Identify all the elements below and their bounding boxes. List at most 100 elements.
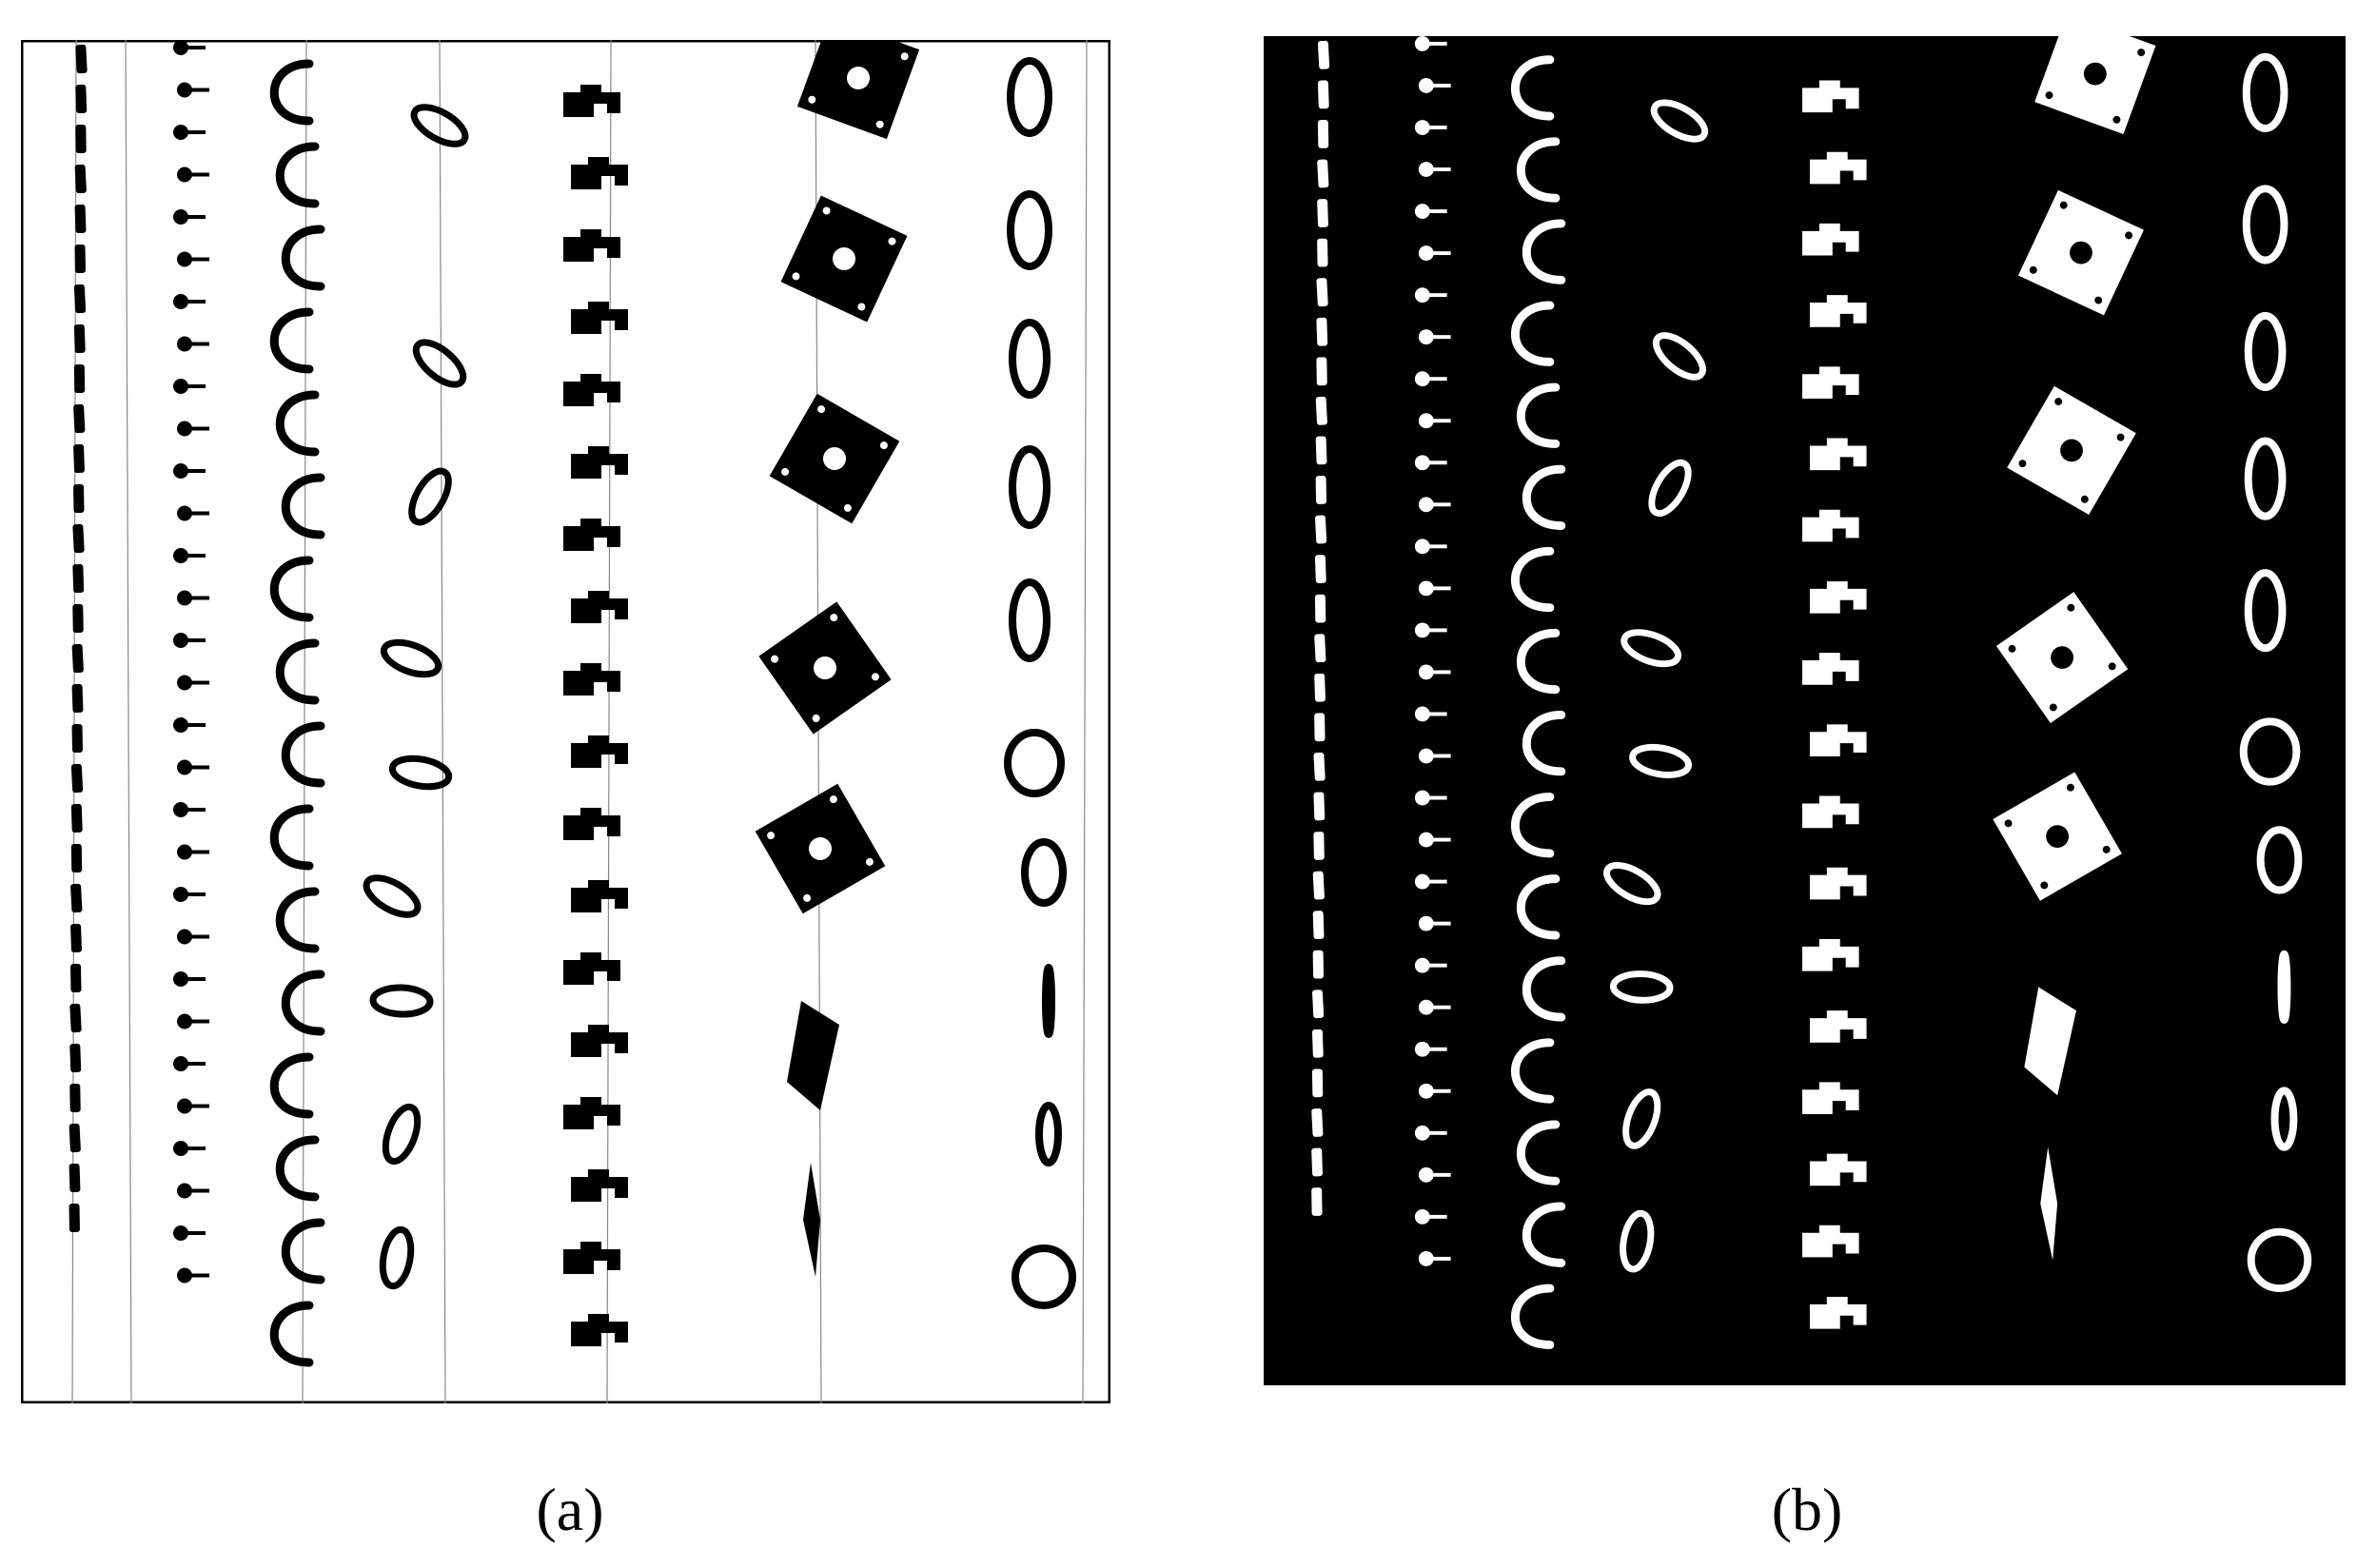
dash-segment xyxy=(1316,278,1328,307)
pin-shaft xyxy=(187,469,206,473)
c-hook xyxy=(1517,137,1561,203)
c-hook xyxy=(1511,301,1555,366)
dash-segment xyxy=(1311,1068,1324,1098)
dash-segment xyxy=(1311,1147,1323,1177)
c-hook xyxy=(269,1301,314,1367)
bracket xyxy=(571,591,628,623)
c-hook xyxy=(1517,382,1561,448)
ring-link xyxy=(1652,332,1706,381)
dash-segment xyxy=(69,1043,82,1073)
pin-shaft xyxy=(190,850,209,854)
pin-head xyxy=(177,421,192,437)
bracket xyxy=(563,808,620,840)
dash-segment xyxy=(1315,436,1327,465)
oval-ring xyxy=(2270,1087,2298,1151)
bracket xyxy=(563,663,620,696)
dash-segment xyxy=(69,1083,81,1113)
pin-shaft xyxy=(190,426,209,431)
dash-segment xyxy=(70,763,84,794)
bracket xyxy=(571,1314,628,1346)
oval-ring xyxy=(1009,578,1051,662)
pin-shaft xyxy=(187,215,206,219)
pin-shaft xyxy=(1427,41,1447,46)
pin-shaft xyxy=(1427,879,1447,884)
dash-segment xyxy=(1312,871,1325,900)
dash-segment xyxy=(69,1123,81,1153)
pin-shaft xyxy=(1427,126,1447,129)
oval-ring xyxy=(2244,437,2287,520)
pin-shaft xyxy=(187,808,206,812)
pin-head xyxy=(177,844,192,860)
bracket xyxy=(1809,1010,1867,1043)
pin-head xyxy=(173,887,188,902)
pin-head xyxy=(177,1098,192,1114)
dash-segment xyxy=(1317,238,1328,267)
hanging-thread xyxy=(302,40,307,1403)
bracket xyxy=(571,735,628,768)
pin-shaft xyxy=(1427,963,1447,968)
pin-shaft xyxy=(190,680,209,685)
pin-head xyxy=(173,1141,188,1156)
pin-shaft xyxy=(187,892,206,896)
oval-ring xyxy=(2277,950,2291,1025)
pin-shaft xyxy=(190,172,209,177)
pin-shaft xyxy=(1431,335,1451,340)
dash-segment xyxy=(1317,120,1329,148)
pin-head xyxy=(177,82,192,98)
pin-shaft xyxy=(1431,251,1451,256)
pin-head xyxy=(1418,162,1434,177)
bracket xyxy=(563,952,620,985)
dash-segment xyxy=(1314,555,1326,583)
pin-shaft xyxy=(190,1273,209,1278)
pin-head xyxy=(173,802,188,817)
pin-head xyxy=(1414,957,1430,973)
pin-head xyxy=(1414,873,1430,890)
pin-shaft xyxy=(1427,461,1447,465)
bracket xyxy=(1802,1082,1859,1115)
c-hook xyxy=(281,473,325,539)
pin-head xyxy=(1414,204,1430,219)
bracket xyxy=(1809,724,1867,756)
bracket xyxy=(571,880,628,912)
panel-a-original-binary xyxy=(21,40,1110,1403)
dash-segment xyxy=(73,323,86,354)
pin-shaft xyxy=(1431,1172,1451,1177)
pin-shaft xyxy=(1427,377,1447,382)
bracket xyxy=(563,374,620,406)
pin-head xyxy=(177,251,192,267)
hanging-thread xyxy=(439,40,446,1403)
dash-segment xyxy=(69,1163,81,1193)
pin-shaft xyxy=(1431,419,1451,423)
dash-segment xyxy=(75,44,88,74)
pin-head xyxy=(177,1267,192,1284)
oval-ring xyxy=(2256,826,2303,894)
dash-segment xyxy=(1313,832,1325,860)
bracket xyxy=(1802,223,1859,256)
c-hook xyxy=(269,556,314,622)
pin-head xyxy=(1418,1250,1434,1266)
square-plate xyxy=(780,195,908,323)
pin-head xyxy=(1418,329,1434,345)
pin-head xyxy=(1418,915,1434,931)
pin-head xyxy=(177,929,192,945)
dash-segment xyxy=(1316,317,1328,346)
c-hook xyxy=(269,804,314,871)
hanging-thread xyxy=(1082,40,1088,1403)
dash-segment xyxy=(70,803,83,833)
pin-head xyxy=(177,759,192,775)
pin-head xyxy=(177,1013,192,1029)
dash-segment xyxy=(70,923,82,953)
c-hook xyxy=(281,970,325,1036)
pin-head xyxy=(1414,706,1430,722)
c-hook xyxy=(1511,1038,1555,1104)
pin-shaft xyxy=(190,511,209,516)
c-hook xyxy=(269,307,314,374)
pin-shaft xyxy=(1431,837,1451,842)
pin-head xyxy=(1418,1083,1434,1099)
ring-link xyxy=(1650,99,1709,143)
bracket xyxy=(1802,653,1859,685)
pin-shaft xyxy=(190,596,209,600)
pin-head xyxy=(173,971,188,987)
dash-segment xyxy=(1317,80,1329,109)
dash-segment xyxy=(73,483,85,514)
